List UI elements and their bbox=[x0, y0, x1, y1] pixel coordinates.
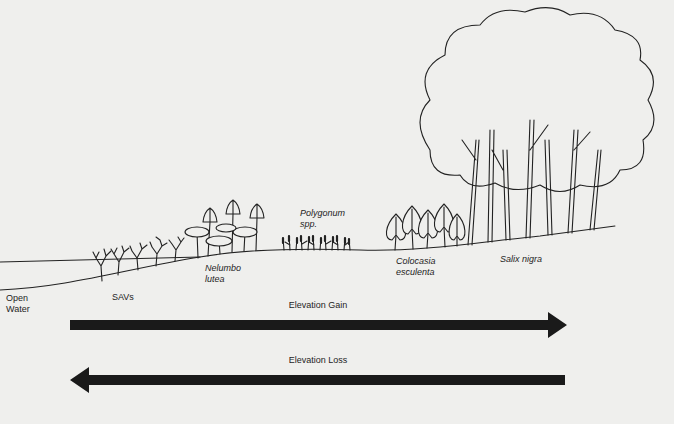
smartweed-spikes bbox=[283, 236, 349, 244]
smartweed-stems bbox=[283, 236, 350, 250]
plant-drawing bbox=[0, 8, 654, 290]
species-label: Nelumbo lutea bbox=[205, 263, 249, 285]
lotus-leaf bbox=[185, 227, 209, 237]
lotus-flower bbox=[250, 204, 264, 218]
lotus-leaf bbox=[206, 236, 232, 246]
sav-plant bbox=[111, 246, 129, 275]
zone-label: SAVs bbox=[112, 292, 134, 303]
lotus-flower bbox=[226, 200, 240, 214]
lotus-leaf bbox=[233, 227, 257, 237]
species-label: Polygonum spp. bbox=[300, 208, 352, 230]
willow-crown bbox=[420, 8, 654, 192]
sav-plant bbox=[169, 237, 184, 261]
sav-plant bbox=[150, 237, 167, 266]
water-surface bbox=[0, 257, 200, 262]
species-label: Salix nigra bbox=[500, 254, 542, 265]
axis-label: Elevation Gain bbox=[289, 300, 348, 311]
taro-leaf bbox=[449, 214, 465, 240]
loss-arrow bbox=[70, 367, 565, 393]
sav-plant bbox=[130, 243, 147, 270]
lotus-leaf bbox=[216, 224, 236, 232]
sav-plant bbox=[93, 249, 111, 281]
gain-arrow bbox=[70, 312, 567, 338]
lotus-flower bbox=[203, 208, 217, 222]
zone-label: Open Water bbox=[6, 293, 40, 315]
willow-trunks bbox=[462, 120, 601, 245]
ground-profile bbox=[0, 226, 615, 290]
axis-label: Elevation Loss bbox=[289, 355, 348, 366]
species-label: Colocasia esculenta bbox=[396, 256, 446, 278]
